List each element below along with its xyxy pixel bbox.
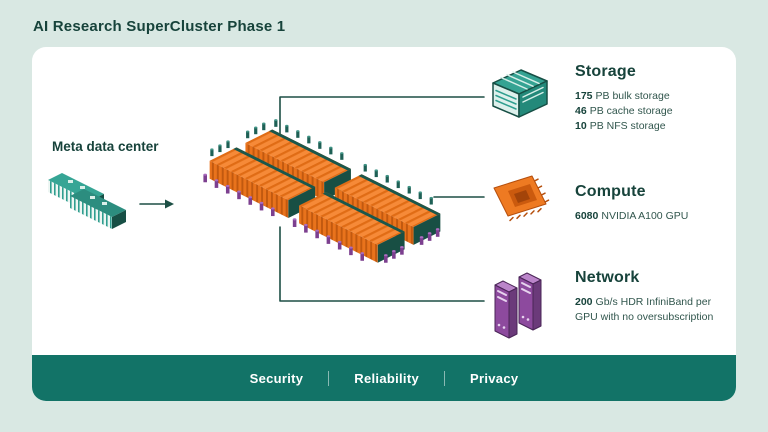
datacenter-arrow-head <box>165 199 174 209</box>
footer-item-reliability: Reliability <box>354 370 420 386</box>
storage-server-icon <box>492 69 548 118</box>
footer-item-security: Security <box>249 370 304 386</box>
network-tower-front <box>494 280 518 339</box>
network-connector-line <box>279 226 485 302</box>
datacenter-buildings-icon <box>48 173 126 229</box>
network-rack-icon <box>494 272 542 339</box>
page-title: AI Research SuperCluster Phase 1 <box>33 18 286 35</box>
footer-item-privacy: Privacy <box>470 370 519 386</box>
storage-title: Storage <box>575 63 636 80</box>
diagram-card: Meta data center <box>32 47 736 401</box>
network-tower-back <box>518 272 542 331</box>
compute-title: Compute <box>575 183 646 200</box>
footer-bar: Security Reliability Privacy <box>32 355 736 401</box>
footer-divider <box>328 370 330 386</box>
datacenter-label: Meta data center <box>52 139 159 154</box>
gpu-chip-icon <box>493 175 550 222</box>
server-rack-cluster-illustration <box>203 119 441 263</box>
footer-divider <box>444 370 446 386</box>
network-title: Network <box>575 269 640 286</box>
datacenter-building-front <box>70 189 126 229</box>
